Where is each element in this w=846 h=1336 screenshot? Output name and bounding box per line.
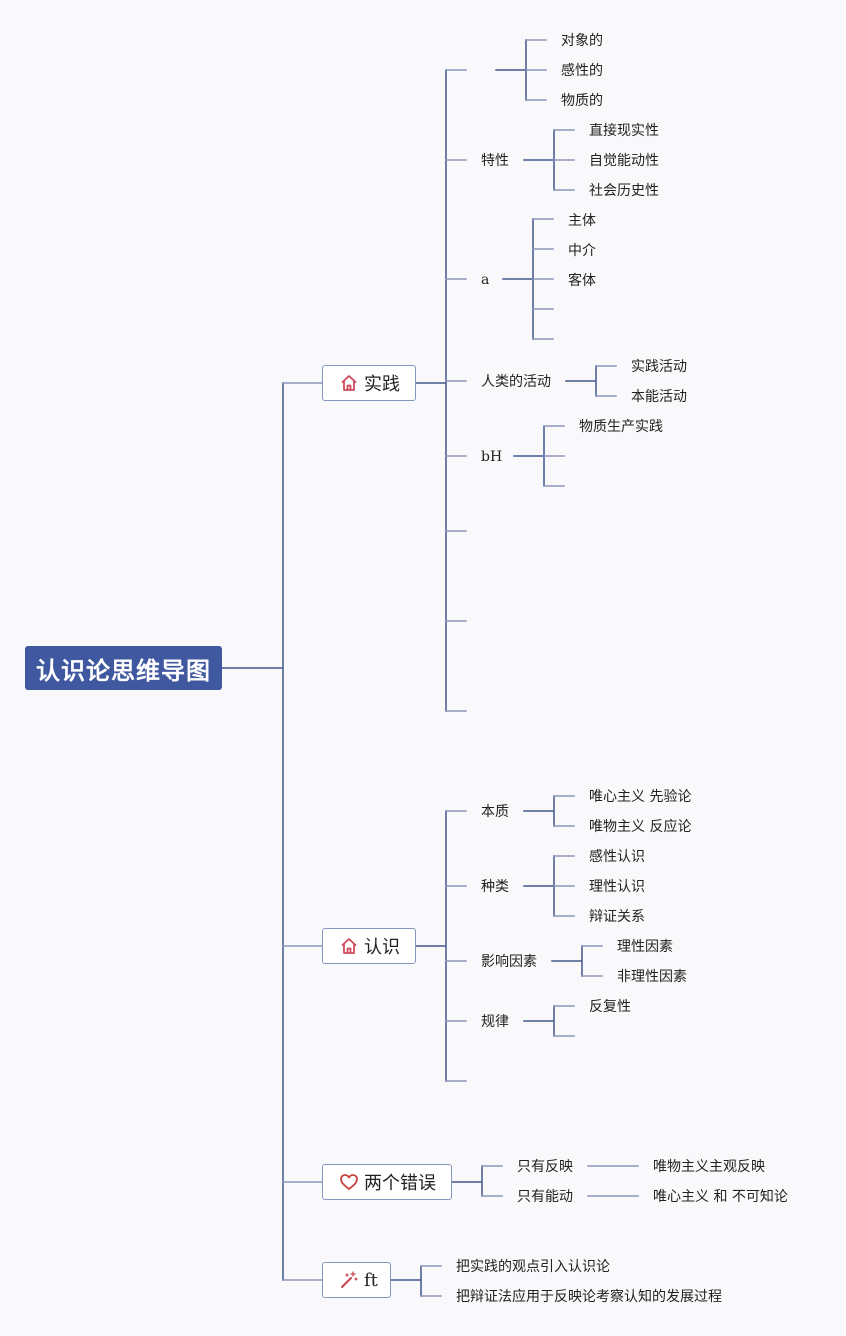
cognition-factors-label[interactable]: 影响因素: [481, 954, 537, 970]
topic-errors-label: 两个错误: [364, 1173, 436, 1194]
group1-connector: [495, 39, 527, 101]
cognition-laws-item[interactable]: 反复性: [589, 999, 631, 1015]
forms-connector: [513, 425, 545, 487]
root-title: 认识论思维导图: [36, 656, 211, 685]
practice-forms-label[interactable]: bH: [481, 449, 503, 465]
practice-features-item[interactable]: 直接现实性: [589, 123, 659, 139]
cognition-kinds-label[interactable]: 种类: [481, 879, 509, 895]
cognition-factors-item[interactable]: 理性因素: [617, 939, 673, 955]
topic-ft-label: ft: [364, 1269, 378, 1291]
cognition-kinds-item[interactable]: 感性认识: [589, 849, 645, 865]
root-connector: [221, 382, 284, 1281]
errors-connector: [451, 1165, 483, 1197]
cognition-essence-item[interactable]: 唯心主义 先验论: [589, 789, 692, 805]
human-connector: [565, 365, 597, 397]
features-connector: [523, 129, 555, 191]
practice-human-label[interactable]: 人类的活动: [481, 374, 551, 390]
house-icon: [339, 936, 359, 956]
errors-item-label[interactable]: 只有反映: [517, 1159, 573, 1175]
practice-human-item[interactable]: 本能活动: [631, 389, 687, 405]
ft-connector: [390, 1265, 422, 1297]
practice-features-label[interactable]: 特性: [481, 153, 509, 169]
practice-structure-item[interactable]: 中介: [568, 243, 596, 259]
cognition-laws-label[interactable]: 规律: [481, 1014, 509, 1030]
topic-ft[interactable]: ft: [322, 1262, 391, 1298]
cognition-kinds-item[interactable]: 辩证关系: [589, 909, 645, 925]
practice-structure-item[interactable]: 主体: [568, 213, 596, 229]
cognition-connector: [415, 810, 447, 1082]
topic-cognition-label: 认识: [364, 937, 400, 958]
errors-item-label[interactable]: 只有能动: [517, 1189, 573, 1205]
errors-item-result[interactable]: 唯物主义主观反映: [653, 1159, 765, 1175]
practice-features-item[interactable]: 社会历史性: [589, 183, 659, 199]
factors-connector: [551, 945, 583, 977]
house-icon: [339, 373, 359, 393]
structure-connector: [502, 218, 534, 340]
practice-group1-item[interactable]: 感性的: [561, 63, 603, 79]
cognition-essence-label[interactable]: 本质: [481, 804, 509, 820]
cognition-kinds-item[interactable]: 理性认识: [589, 879, 645, 895]
topic-cognition[interactable]: 认识: [322, 928, 416, 964]
magic-wand-icon: [339, 1270, 359, 1290]
topic-errors[interactable]: 两个错误: [322, 1164, 452, 1200]
ft-item[interactable]: 把实践的观点引入认识论: [456, 1259, 610, 1275]
practice-forms-item[interactable]: 物质生产实践: [579, 419, 663, 435]
practice-stubs: [445, 69, 467, 712]
root-topic[interactable]: 认识论思维导图: [25, 646, 222, 690]
topic-practice[interactable]: 实践: [322, 365, 416, 401]
essence-connector: [523, 795, 555, 827]
ft-item[interactable]: 把辩证法应用于反映论考察认知的发展过程: [456, 1289, 722, 1305]
practice-structure-item[interactable]: 客体: [568, 273, 596, 289]
laws-connector: [523, 1005, 555, 1037]
practice-connector: [415, 69, 447, 712]
errors-item-result[interactable]: 唯心主义 和 不可知论: [653, 1189, 788, 1205]
practice-human-item[interactable]: 实践活动: [631, 359, 687, 375]
practice-features-item[interactable]: 自觉能动性: [589, 153, 659, 169]
practice-group1-item[interactable]: 对象的: [561, 33, 603, 49]
main-branch-stubs: [282, 382, 323, 1281]
practice-structure-label[interactable]: a: [481, 272, 490, 288]
heart-icon: [339, 1172, 359, 1192]
cognition-factors-item[interactable]: 非理性因素: [617, 969, 687, 985]
kinds-connector: [523, 855, 555, 917]
topic-practice-label: 实践: [364, 374, 400, 395]
cognition-essence-item[interactable]: 唯物主义 反应论: [589, 819, 692, 835]
practice-group1-item[interactable]: 物质的: [561, 93, 603, 109]
